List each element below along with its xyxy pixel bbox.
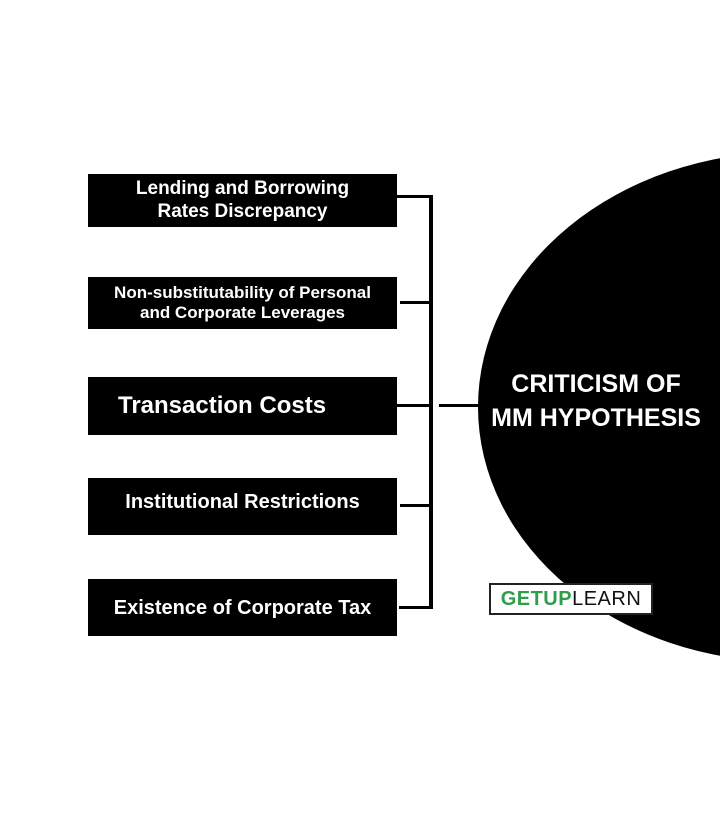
item-text: Transaction Costs bbox=[118, 391, 327, 419]
item-transaction-costs: Transaction Costs bbox=[88, 377, 397, 435]
item-non-substitutability: Non-substitutability of Personal and Cor… bbox=[88, 277, 397, 329]
connector-3 bbox=[397, 404, 431, 407]
center-title: CRITICISM OF MM HYPOTHESIS bbox=[478, 368, 714, 436]
connector-1 bbox=[397, 195, 431, 198]
center-title-line1: CRITICISM OF bbox=[511, 370, 681, 398]
item-text: Institutional Restrictions bbox=[125, 491, 360, 513]
item-lending-borrowing: Lending and Borrowing Rates Discrepancy bbox=[88, 174, 397, 227]
connector-5 bbox=[399, 606, 433, 609]
connector-4 bbox=[400, 504, 431, 507]
item-text: Lending and Borrowing bbox=[135, 177, 350, 199]
connector-center bbox=[439, 404, 481, 407]
logo-part1: GETUP bbox=[500, 587, 573, 610]
center-title-line2: MM HYPOTHESIS bbox=[491, 403, 701, 432]
item-text: and Corporate Leverages bbox=[139, 303, 345, 322]
item-text: Non-substitutability of Personal bbox=[114, 282, 371, 302]
item-text: Existence of Corporate Tax bbox=[113, 596, 372, 619]
item-corporate-tax: Existence of Corporate Tax bbox=[88, 579, 397, 636]
connector-2 bbox=[400, 301, 431, 304]
item-institutional-restrictions: Institutional Restrictions bbox=[88, 478, 397, 535]
connector-vertical bbox=[429, 195, 433, 609]
logo-part2: LEARN bbox=[572, 587, 642, 610]
item-text: Rates Discrepancy bbox=[157, 200, 328, 222]
